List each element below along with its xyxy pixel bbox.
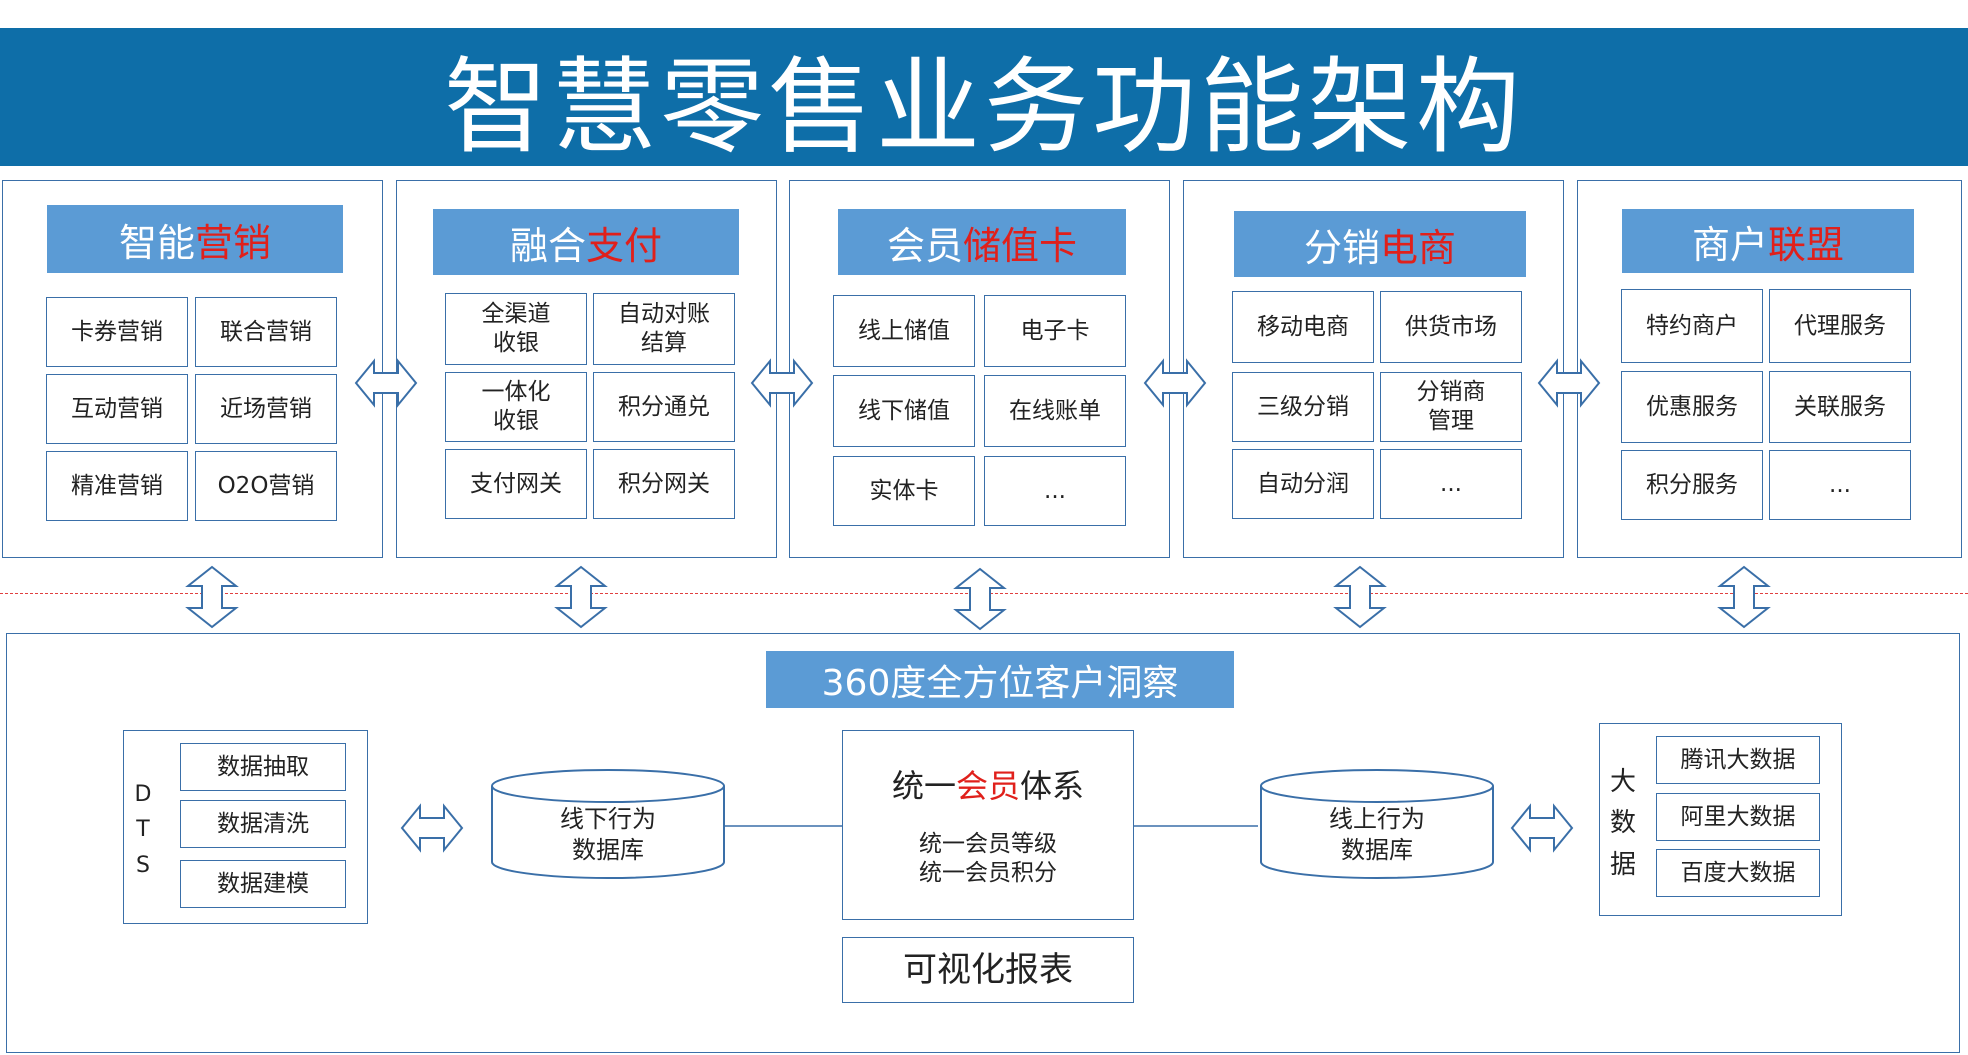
feature-cell: 特约商户 (1621, 289, 1763, 363)
module-header-prefix: 智能 (118, 220, 195, 265)
big-data-box: 大 数 据 腾讯大数据 阿里大数据 百度大数据 (1599, 723, 1842, 916)
member-line: 统一会员积分 (919, 860, 1057, 886)
visual-report-box: 可视化报表 (842, 937, 1134, 1003)
dts-label-letter: S (136, 852, 150, 878)
online-database-icon (1260, 769, 1494, 879)
feature-cell: O2O营销 (195, 451, 337, 521)
dts-label-letter: D (134, 782, 152, 808)
feature-cell: ... (984, 456, 1126, 526)
big-data-label-char: 据 (1609, 849, 1636, 880)
module-smart-marketing: 智能营销 卡券营销 联合营销 互动营销 近场营销 精准营销 O2O营销 (2, 180, 383, 558)
double-arrow-horizontal-icon (1510, 803, 1574, 853)
feature-cell: 优惠服务 (1621, 371, 1763, 443)
online-database-label: 线上行为 数据库 (1329, 804, 1425, 864)
double-arrow-horizontal-icon (1143, 358, 1207, 408)
module-header: 融合支付 (433, 209, 739, 275)
module-header-prefix: 会员 (886, 223, 963, 268)
double-arrow-vertical-icon (1717, 565, 1771, 629)
feature-cell: 全渠道 收银 (445, 293, 587, 365)
feature-cell: 一体化 收银 (445, 372, 587, 442)
dts-box: D T S 数据抽取 数据清洗 数据建模 (123, 730, 368, 924)
feature-cell: 卡券营销 (46, 297, 188, 367)
module-header: 会员储值卡 (838, 209, 1126, 275)
member-title-suffix: 体系 (1020, 767, 1085, 805)
module-header-highlight: 储值卡 (963, 223, 1078, 268)
feature-cell: ... (1380, 449, 1522, 519)
member-title: 统一会员体系 (843, 761, 1133, 807)
feature-cell: 积分通兑 (593, 372, 735, 442)
module-header-prefix: 融合 (509, 223, 586, 268)
double-arrow-vertical-icon (554, 565, 608, 629)
page-title: 智慧零售业务功能架构 (0, 28, 1968, 168)
feature-cell: 线上储值 (833, 295, 975, 367)
module-header: 智能营销 (47, 205, 343, 273)
feature-cell: 近场营销 (195, 374, 337, 444)
feature-cell: 联合营销 (195, 297, 337, 367)
dts-item: 数据抽取 (180, 743, 346, 791)
big-data-item: 阿里大数据 (1656, 793, 1820, 841)
member-title-highlight: 会员 (955, 767, 1020, 805)
module-member-stored-value: 会员储值卡 线上储值 电子卡 线下储值 在线账单 实体卡 ... (789, 180, 1170, 558)
feature-cell: 供货市场 (1380, 291, 1522, 363)
unified-member-box: 统一会员体系 统一会员等级 统一会员积分 (842, 730, 1134, 920)
feature-cell: 积分网关 (593, 449, 735, 519)
double-arrow-vertical-icon (185, 565, 239, 629)
module-distribution-ecommerce: 分销电商 移动电商 供货市场 三级分销 分销商 管理 自动分润 ... (1183, 180, 1564, 558)
insight-title: 360度全方位客户洞察 (766, 651, 1234, 708)
module-header: 商户联盟 (1622, 209, 1914, 273)
double-arrow-horizontal-icon (400, 803, 464, 853)
module-fusion-payment: 融合支付 全渠道 收银 自动对账 结算 一体化 收银 积分通兑 支付网关 积分网… (396, 180, 777, 558)
feature-cell: 支付网关 (445, 449, 587, 519)
dts-label: D T S (128, 781, 158, 879)
feature-cell: 三级分销 (1232, 372, 1374, 442)
big-data-label-char: 大 (1609, 766, 1636, 797)
big-data-item: 百度大数据 (1656, 849, 1820, 897)
offline-database-icon (491, 769, 725, 879)
module-header-highlight: 联盟 (1768, 222, 1845, 267)
feature-cell: 线下储值 (833, 375, 975, 447)
double-arrow-horizontal-icon (750, 358, 814, 408)
offline-database-label: 线下行为 数据库 (560, 804, 656, 864)
feature-cell: 积分服务 (1621, 450, 1763, 520)
feature-cell: 移动电商 (1232, 291, 1374, 363)
double-arrow-horizontal-icon (1537, 358, 1601, 408)
module-header-prefix: 分销 (1303, 225, 1380, 270)
module-merchant-alliance: 商户联盟 特约商户 代理服务 优惠服务 关联服务 积分服务 ... (1577, 180, 1962, 558)
member-line: 统一会员等级 (919, 831, 1057, 857)
feature-cell: 实体卡 (833, 456, 975, 526)
feature-cell: 电子卡 (984, 295, 1126, 367)
double-arrow-vertical-icon (1333, 565, 1387, 629)
dts-label-letter: T (136, 817, 150, 843)
feature-cell: 互动营销 (46, 374, 188, 444)
feature-cell: 自动分润 (1232, 449, 1374, 519)
feature-cell: ... (1769, 450, 1911, 520)
big-data-label: 大 数 据 (1606, 767, 1640, 880)
module-header-highlight: 营销 (195, 220, 272, 265)
feature-cell: 在线账单 (984, 375, 1126, 447)
member-title-prefix: 统一 (891, 767, 956, 805)
double-arrow-vertical-icon (953, 567, 1007, 631)
feature-cell: 代理服务 (1769, 289, 1911, 363)
module-header-prefix: 商户 (1691, 222, 1768, 267)
module-header-highlight: 支付 (586, 223, 663, 268)
big-data-label-char: 数 (1609, 808, 1636, 839)
feature-cell: 精准营销 (46, 451, 188, 521)
feature-cell: 关联服务 (1769, 371, 1911, 443)
dts-item: 数据清洗 (180, 800, 346, 848)
module-header: 分销电商 (1234, 211, 1526, 277)
feature-cell: 自动对账 结算 (593, 293, 735, 365)
customer-insight-section (6, 633, 1960, 1053)
big-data-item: 腾讯大数据 (1656, 736, 1820, 784)
dts-item: 数据建模 (180, 860, 346, 908)
double-arrow-horizontal-icon (354, 358, 418, 408)
feature-cell: 分销商 管理 (1380, 372, 1522, 442)
module-header-highlight: 电商 (1380, 225, 1457, 270)
connector-line (1134, 825, 1258, 827)
